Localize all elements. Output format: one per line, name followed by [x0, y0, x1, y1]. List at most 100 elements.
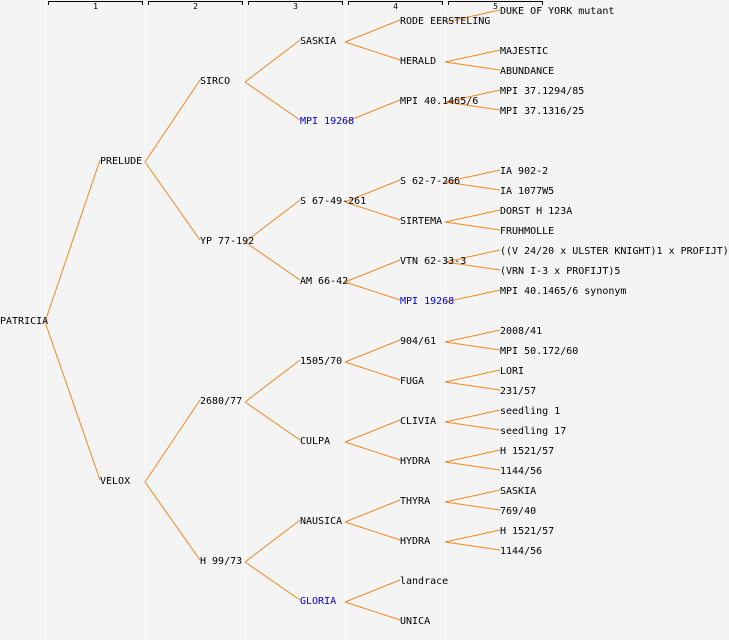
column-separator [445, 0, 446, 640]
pedigree-node: 1144/56 [500, 466, 543, 477]
pedigree-connector [444, 261, 501, 271]
pedigree-node: MPI 40.1465/6 [400, 96, 479, 107]
pedigree-connector [444, 289, 501, 303]
pedigree-node: DORST H 123A [500, 206, 573, 217]
generation-bracket [448, 1, 543, 5]
pedigree-connector [444, 449, 501, 463]
pedigree-connector [244, 561, 301, 601]
generation-header-5: 5 [448, 1, 543, 11]
pedigree-node: H 1521/57 [500, 446, 555, 457]
pedigree-node: DUKE OF YORK mutant [500, 6, 615, 17]
pedigree-connector [344, 361, 401, 381]
pedigree-node: SASKIA [300, 36, 337, 47]
pedigree-node: seedling 1 [500, 406, 561, 417]
pedigree-node: SIRTEMA [400, 216, 443, 227]
generation-bracket [248, 1, 343, 5]
pedigree-connector [144, 79, 201, 163]
pedigree-node: IA 1077W5 [500, 186, 555, 197]
generation-bracket [48, 1, 143, 5]
pedigree-connector [444, 489, 501, 503]
pedigree-connector [444, 501, 501, 511]
pedigree-node: ((V 24/20 x ULSTER KNIGHT)1 x PROFIJT) [500, 246, 729, 257]
pedigree-node: UNICA [400, 616, 431, 627]
generation-bracket [348, 1, 443, 5]
pedigree-connector [444, 9, 501, 23]
generation-bracket [148, 1, 243, 5]
pedigree-connector [244, 39, 301, 83]
pedigree-connector [444, 329, 501, 343]
generation-header-1: 1 [48, 1, 143, 11]
pedigree-connector [244, 401, 301, 441]
pedigree-connector [444, 529, 501, 543]
pedigree-node: LORI [500, 366, 525, 377]
pedigree-node: 2008/41 [500, 326, 543, 337]
pedigree-node: S 67-49-261 [300, 196, 367, 207]
pedigree-node: NAUSICA [300, 516, 343, 527]
pedigree-connector [344, 179, 401, 203]
pedigree-connector [344, 339, 401, 363]
pedigree-node: MPI 40.1465/6 synonym [500, 286, 627, 297]
pedigree-node: MPI 37.1294/85 [500, 86, 585, 97]
pedigree-connector [344, 579, 401, 603]
pedigree-connector [444, 369, 501, 383]
pedigree-lines [44, 9, 501, 621]
pedigree-node: VELOX [100, 476, 131, 487]
pedigree-connector [244, 241, 301, 281]
pedigree-connector [344, 601, 401, 621]
pedigree-node: seedling 17 [500, 426, 567, 437]
pedigree-connector [244, 519, 301, 563]
column-separator [245, 0, 246, 640]
column-separator [345, 0, 346, 640]
pedigree-node: ABUNDANCE [500, 66, 555, 77]
pedigree-node: FRUHMOLLE [500, 226, 555, 237]
pedigree-connector [344, 521, 401, 541]
pedigree-node: CULPA [300, 436, 331, 447]
pedigree-node: 2680/77 [200, 396, 243, 407]
pedigree-connector [344, 419, 401, 443]
pedigree-connector [144, 399, 201, 483]
pedigree-node: HYDRA [400, 536, 431, 547]
pedigree-connector [344, 19, 401, 43]
pedigree-connector [344, 41, 401, 61]
pedigree-connector [344, 99, 401, 123]
pedigree-connector [344, 441, 401, 461]
pedigree-connector [444, 421, 501, 431]
generation-number: 3 [293, 2, 298, 11]
pedigree-node: PRELUDE [100, 156, 143, 167]
pedigree-node: (VRN I-3 x PROFIJT)5 [500, 266, 621, 277]
pedigree-connector [444, 49, 501, 63]
pedigree-connector [444, 89, 501, 103]
pedigree-connector [444, 409, 501, 423]
pedigree-node: landrace [400, 576, 449, 587]
pedigree-connector [444, 249, 501, 263]
column-separator [145, 0, 146, 640]
pedigree-node: YP 77-192 [200, 236, 255, 247]
pedigree-node: HYDRA [400, 456, 431, 467]
pedigree-node: HERALD [400, 56, 437, 67]
pedigree-connector [344, 281, 401, 301]
generation-number: 5 [493, 2, 498, 11]
pedigree-connector [44, 321, 101, 481]
pedigree-connector [444, 209, 501, 223]
pedigree-connector [344, 201, 401, 221]
pedigree-node: IA 902-2 [500, 166, 549, 177]
pedigree-node: RODE EERSTELING [400, 16, 491, 27]
pedigree-node: PATRICIA [0, 316, 49, 327]
generation-header-3: 3 [248, 1, 343, 11]
pedigree-node[interactable]: GLORIA [300, 596, 337, 607]
generation-number: 1 [93, 2, 98, 11]
pedigree-node[interactable]: MPI 19268 [300, 116, 355, 127]
pedigree-node[interactable]: MPI 19268 [400, 296, 455, 307]
pedigree-connector [444, 381, 501, 391]
pedigree-connector [444, 221, 501, 231]
generation-number: 4 [393, 2, 398, 11]
pedigree-node: MAJESTIC [500, 46, 549, 57]
pedigree-node: H 99/73 [200, 556, 243, 567]
pedigree-node: SIRCO [200, 76, 231, 87]
pedigree-node: 231/57 [500, 386, 537, 397]
pedigree-node: MPI 37.1316/25 [500, 106, 585, 117]
pedigree-node: S 62-7-266 [400, 176, 461, 187]
generation-number: 2 [193, 2, 198, 11]
pedigree-connector [244, 199, 301, 243]
pedigree-node: 769/40 [500, 506, 537, 517]
